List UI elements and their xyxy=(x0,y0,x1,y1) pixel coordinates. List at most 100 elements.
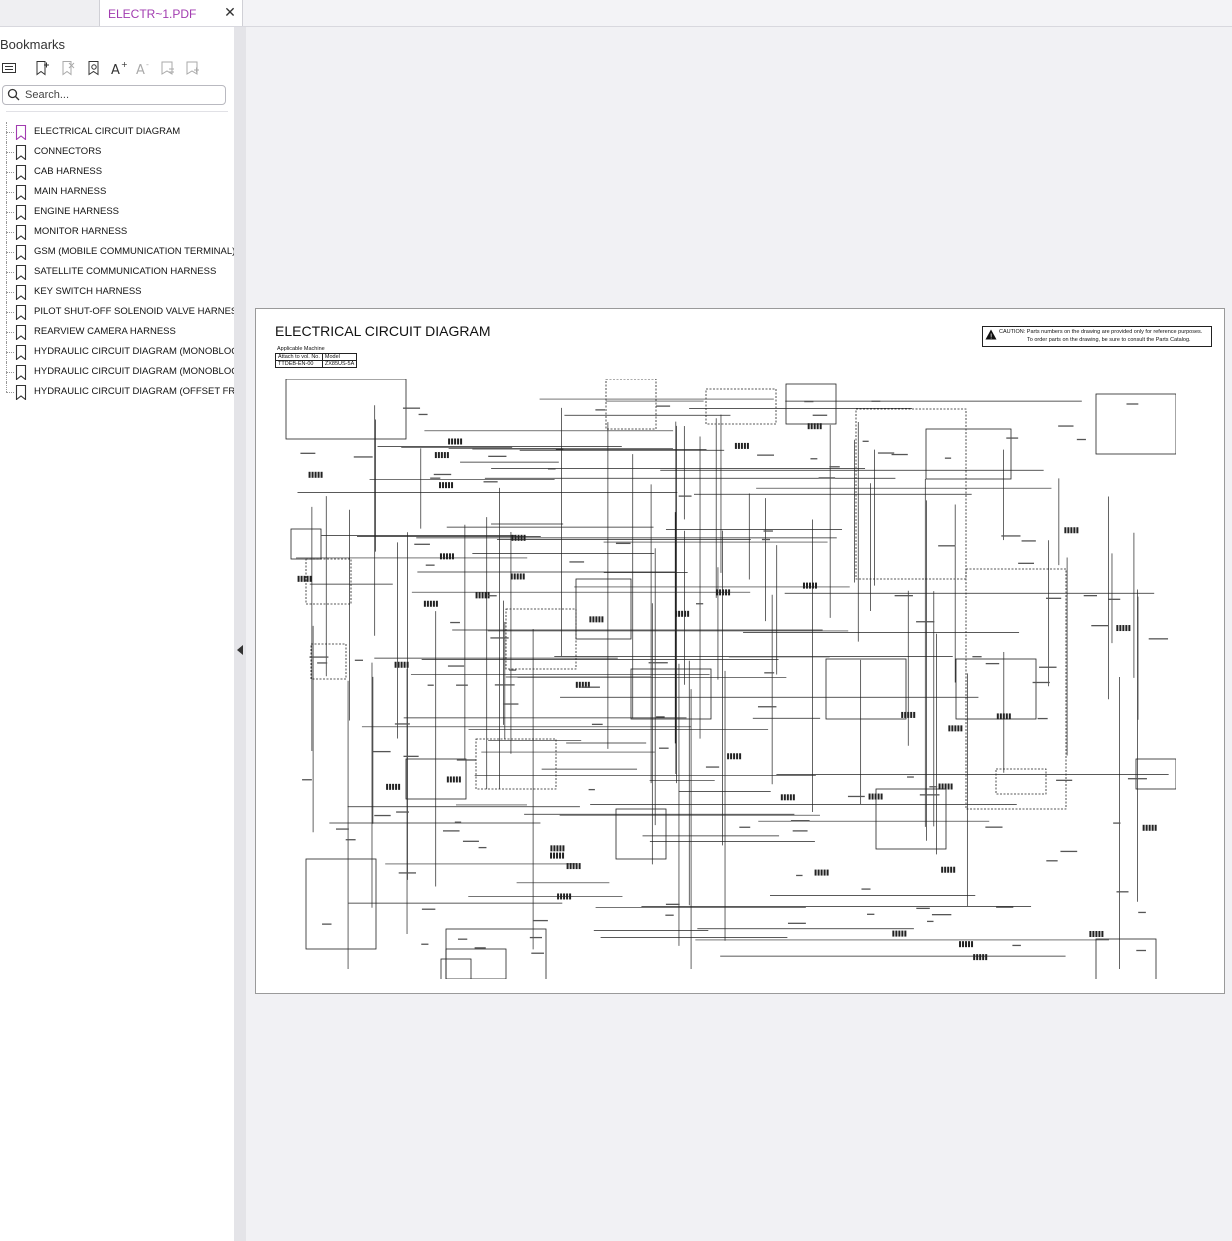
label-mark xyxy=(615,542,631,545)
connector-pin xyxy=(578,681,581,688)
label-mark xyxy=(861,888,871,890)
connector-pin xyxy=(550,845,553,852)
label-mark xyxy=(739,826,751,828)
svg-text:A: A xyxy=(136,63,145,76)
label-mark xyxy=(421,943,429,945)
bookmark-label: CAB HARNESS xyxy=(34,166,103,177)
connector-pin xyxy=(445,553,448,560)
label-mark xyxy=(588,788,595,791)
label-mark xyxy=(394,723,410,725)
tree-line xyxy=(6,292,14,293)
component-box xyxy=(445,948,507,979)
connector-pin xyxy=(300,575,303,582)
bookmark-menu-icon[interactable] xyxy=(1,60,21,80)
bookmark-label: HYDRAULIC CIRCUIT DIAGRAM (MONOBLOCK BOO xyxy=(34,366,234,377)
label-mark xyxy=(1056,779,1073,781)
connector-pin xyxy=(979,954,982,961)
connector-pin xyxy=(728,589,731,596)
component-box xyxy=(445,928,547,979)
bookmark-label: MAIN HARNESS xyxy=(34,186,107,197)
expand-bookmark-icon[interactable] xyxy=(160,60,180,80)
tree-line xyxy=(6,332,14,333)
collapse-bookmark-icon[interactable] xyxy=(185,60,205,80)
decrease-font-icon[interactable]: A- xyxy=(135,60,155,80)
bookmark-item[interactable]: REARVIEW CAMERA HARNESS xyxy=(0,322,234,342)
connector-pin xyxy=(308,471,311,478)
bookmark-item[interactable]: HYDRAULIC CIRCUIT DIAGRAM (MONOBLOCK BOO xyxy=(0,362,234,382)
tree-line xyxy=(6,232,14,233)
connector-pin xyxy=(457,438,460,445)
connector-pin xyxy=(950,783,953,790)
connector-pin xyxy=(1070,527,1073,534)
connector-pin xyxy=(1122,625,1125,632)
connector-pin xyxy=(572,863,575,870)
label-mark xyxy=(591,723,603,726)
tree-line xyxy=(6,352,14,353)
bookmark-item[interactable]: KEY SWITCH HARNESS xyxy=(0,282,234,302)
component-box xyxy=(630,668,712,720)
connector-pin xyxy=(440,452,443,459)
caution-text-2: To order parts on the drawing, be sure t… xyxy=(1027,337,1191,343)
label-mark xyxy=(456,684,468,686)
label-mark xyxy=(787,922,806,924)
connector-pin xyxy=(880,793,883,800)
connector-pin xyxy=(448,482,451,489)
tab-bar: ELECTR~1.PDF ✕ xyxy=(0,0,1232,27)
connector-pin xyxy=(675,610,678,617)
close-icon[interactable]: ✕ xyxy=(224,4,236,20)
component-box xyxy=(475,738,557,790)
label-mark xyxy=(309,656,329,658)
connector-pin xyxy=(442,482,445,489)
bookmark-item[interactable]: MAIN HARNESS xyxy=(0,182,234,202)
connector-pin xyxy=(826,869,829,876)
label-mark xyxy=(478,846,487,849)
bookmark-item[interactable]: ENGINE HARNESS xyxy=(0,202,234,222)
bookmark-item[interactable]: HYDRAULIC CIRCUIT DIAGRAM (MONOBLOCK BOO xyxy=(0,342,234,362)
bookmark-item[interactable]: CAB HARNESS xyxy=(0,162,234,182)
bookmark-item[interactable]: SATELLITE COMMUNICATION HARNESS xyxy=(0,262,234,282)
connector-pin xyxy=(871,793,874,800)
tab-document[interactable]: ELECTR~1.PDF ✕ xyxy=(100,0,243,26)
label-mark xyxy=(656,716,665,718)
connector-pin xyxy=(938,783,941,790)
connector-pin xyxy=(951,725,954,732)
collapse-panel-icon[interactable] xyxy=(237,645,243,655)
label-mark xyxy=(927,920,934,923)
connector-pin xyxy=(1073,527,1076,534)
add-bookmark-icon[interactable] xyxy=(34,60,54,80)
panel-splitter[interactable] xyxy=(234,27,246,1241)
component-box xyxy=(1135,758,1176,790)
connector-pin xyxy=(904,711,907,718)
tree-line xyxy=(6,372,14,373)
bookmark-icon xyxy=(15,364,27,382)
bookmark-item[interactable]: HYDRAULIC CIRCUIT DIAGRAM (OFFSET FRONT … xyxy=(0,382,234,402)
bookmark-item[interactable]: PILOT SHUT-OFF SOLENOID VALVE HARNESS xyxy=(0,302,234,322)
label-mark xyxy=(354,659,364,661)
tab-empty[interactable] xyxy=(0,0,100,26)
increase-font-icon[interactable]: A+ xyxy=(110,60,130,80)
table-header: Model xyxy=(321,353,358,361)
label-mark xyxy=(1058,425,1074,427)
connector-pin xyxy=(1128,625,1131,632)
search-input[interactable] xyxy=(25,87,215,103)
delete-bookmark-icon[interactable] xyxy=(60,60,80,80)
label-mark xyxy=(433,473,452,476)
label-mark xyxy=(372,750,391,753)
connector-pin xyxy=(996,713,999,720)
label-mark xyxy=(931,914,952,916)
connector-pin xyxy=(960,725,963,732)
goto-bookmark-icon[interactable] xyxy=(86,60,106,80)
bookmark-icon xyxy=(15,144,27,162)
connector-pin xyxy=(523,534,526,541)
connector-pin xyxy=(520,534,523,541)
component-box xyxy=(925,428,1012,480)
bookmark-item[interactable]: MONITOR HARNESS xyxy=(0,222,234,242)
connector-pin xyxy=(684,610,687,617)
connector-pin xyxy=(730,753,733,760)
component-box xyxy=(440,958,472,979)
bookmark-item[interactable]: ELECTRICAL CIRCUIT DIAGRAM xyxy=(0,122,234,142)
label-mark xyxy=(812,414,828,416)
bookmark-item[interactable]: CONNECTORS xyxy=(0,142,234,162)
label-mark xyxy=(450,621,460,624)
bookmark-item[interactable]: GSM (MOBILE COMMUNICATION TERMINAL) HAR xyxy=(0,242,234,262)
